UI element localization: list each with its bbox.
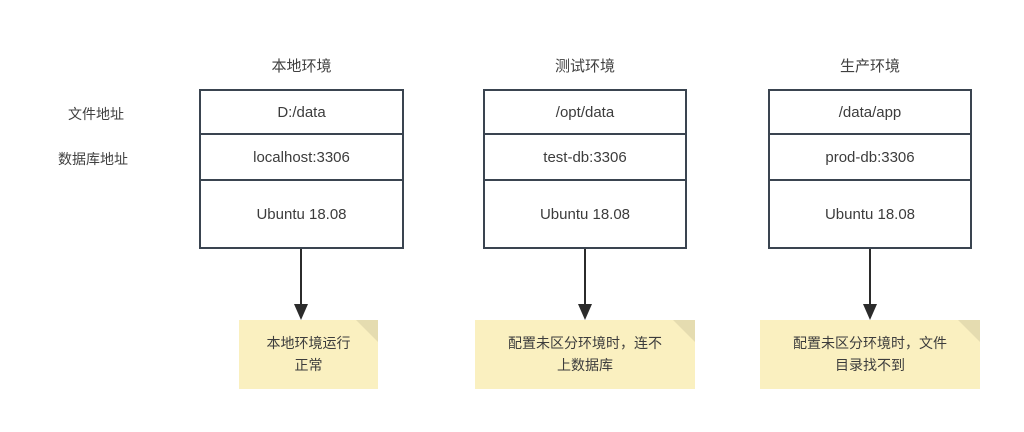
env-cell-production-file-path: /data/app — [770, 91, 970, 135]
env-box-test: /opt/data test-db:3306 Ubuntu 18.08 — [483, 89, 687, 249]
note-fold-icon — [673, 320, 695, 342]
env-cell-local-os: Ubuntu 18.08 — [201, 181, 402, 247]
env-cell-production-os: Ubuntu 18.08 — [770, 181, 970, 247]
arrow-shaft — [300, 249, 302, 304]
env-cell-test-os: Ubuntu 18.08 — [485, 181, 685, 247]
sticky-note-test: 配置未区分环境时，连不 上数据库 — [475, 320, 695, 389]
arrow-local-to-note — [294, 249, 308, 320]
sticky-note-production-text: 配置未区分环境时，文件 目录找不到 — [793, 334, 947, 373]
env-box-production: /data/app prod-db:3306 Ubuntu 18.08 — [768, 89, 972, 249]
column-title-production: 生产环境 — [839, 58, 900, 75]
arrow-head-icon — [294, 304, 308, 320]
sticky-note-local-text: 本地环境运行 正常 — [266, 334, 351, 373]
env-cell-local-database: localhost:3306 — [201, 135, 402, 181]
note-fold-icon — [356, 320, 378, 342]
row-label-file-path: 文件地址 — [68, 106, 124, 122]
row-label-database: 数据库地址 — [58, 151, 128, 167]
column-title-local: 本地环境 — [271, 58, 332, 75]
arrow-head-icon — [863, 304, 877, 320]
arrow-head-icon — [578, 304, 592, 320]
sticky-note-production: 配置未区分环境时，文件 目录找不到 — [760, 320, 980, 389]
env-cell-local-file-path: D:/data — [201, 91, 402, 135]
env-cell-test-database: test-db:3306 — [485, 135, 685, 181]
sticky-note-test-text: 配置未区分环境时，连不 上数据库 — [508, 334, 662, 373]
env-cell-production-database: prod-db:3306 — [770, 135, 970, 181]
arrow-shaft — [869, 249, 871, 304]
note-fold-icon — [958, 320, 980, 342]
column-title-test: 测试环境 — [554, 58, 615, 75]
arrow-test-to-note — [578, 249, 592, 320]
sticky-note-local: 本地环境运行 正常 — [239, 320, 378, 389]
arrow-production-to-note — [863, 249, 877, 320]
env-box-local: D:/data localhost:3306 Ubuntu 18.08 — [199, 89, 404, 249]
arrow-shaft — [584, 249, 586, 304]
env-cell-test-file-path: /opt/data — [485, 91, 685, 135]
